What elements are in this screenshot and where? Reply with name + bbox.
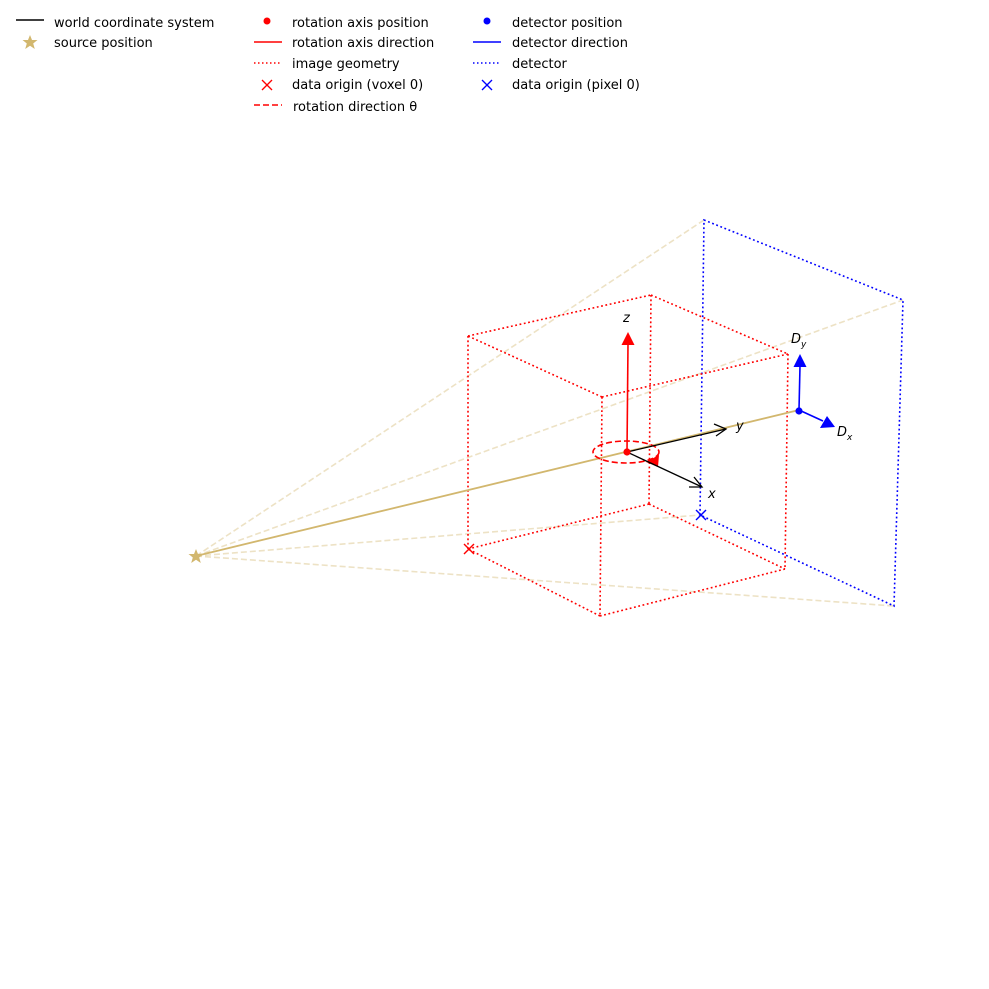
- legend-label: source position: [54, 36, 153, 51]
- cross-icon: [481, 79, 493, 91]
- world-coordinate-system: [626, 423, 728, 488]
- dy-label: Dy: [791, 332, 807, 350]
- legend-entry-rotation-direction: rotation direction θ: [254, 100, 417, 115]
- arrow-right-icon: [820, 416, 835, 428]
- z-axis-label: z: [622, 311, 631, 326]
- legend-label: rotation axis direction: [292, 36, 434, 51]
- legend-entry-detector: detector: [473, 57, 568, 72]
- legend-label: rotation direction θ: [293, 100, 417, 115]
- detector-position: [795, 407, 803, 415]
- y-axis: [626, 428, 727, 453]
- legend-label: detector position: [512, 16, 623, 31]
- legend-label: detector: [512, 57, 568, 72]
- legend-entry-rotation-axis-position: rotation axis position: [263, 16, 429, 31]
- image-geometry-box: [467, 294, 789, 617]
- detector-direction: [793, 354, 835, 428]
- dx-label: Dx: [837, 425, 853, 443]
- legend-label: data origin (voxel 0): [292, 78, 423, 93]
- y-axis-label: y: [735, 419, 744, 434]
- ray-top-left: [195, 219, 705, 557]
- legend-entry-detector-position: detector position: [483, 16, 623, 31]
- dx-label-sub: x: [846, 433, 853, 443]
- rotation-axis-direction: [621, 332, 635, 453]
- dy-label-sub: y: [800, 340, 807, 350]
- central-ray: [195, 409, 800, 557]
- x-axis: [626, 451, 703, 488]
- legend-entry-image-geometry: image geometry: [254, 57, 400, 72]
- source-star-icon: [188, 549, 204, 563]
- arrow-up-icon: [621, 332, 635, 345]
- legend-label: image geometry: [292, 57, 400, 72]
- y-arrowhead-icon: [713, 423, 728, 437]
- legend-entry-rotation-axis-direction: rotation axis direction: [254, 36, 434, 51]
- ray-lines: [195, 219, 904, 607]
- dx-axis: [798, 409, 824, 422]
- voxel-origin-marker: [463, 543, 475, 555]
- legend-entry-world: world coordinate system: [16, 16, 214, 31]
- rotation-axis-position: [623, 448, 631, 456]
- legend-entry-detector-direction: detector direction: [473, 36, 628, 51]
- legend-label: rotation axis position: [292, 16, 429, 31]
- rotation-arrow-icon: [646, 455, 659, 467]
- x-axis-label: x: [707, 487, 716, 502]
- dx-label-main: D: [837, 425, 847, 440]
- legend-entry-source: source position: [22, 35, 153, 51]
- cross-icon: [261, 79, 273, 91]
- pixel-origin-marker: [695, 509, 707, 521]
- x-arrowhead-icon: [689, 476, 704, 488]
- legend-entry-pixel-origin: data origin (pixel 0): [481, 78, 640, 93]
- dy-axis: [798, 365, 801, 411]
- legend-label: data origin (pixel 0): [512, 78, 640, 93]
- dy-label-main: D: [791, 332, 801, 347]
- rotation-direction: [592, 440, 660, 467]
- dot-icon: [263, 17, 271, 25]
- ray-bottom-right: [195, 555, 895, 607]
- legend: world coordinate system source position …: [16, 16, 640, 115]
- ray-top-right: [195, 299, 904, 557]
- star-icon: [22, 35, 38, 49]
- detector-outline: [699, 218, 904, 608]
- dot-icon: [483, 17, 491, 25]
- legend-label: detector direction: [512, 36, 628, 51]
- legend-entry-voxel-origin: data origin (voxel 0): [261, 78, 423, 93]
- arrow-up-icon: [793, 354, 807, 367]
- ray-bottom-left: [195, 514, 701, 557]
- legend-label: world coordinate system: [54, 16, 214, 31]
